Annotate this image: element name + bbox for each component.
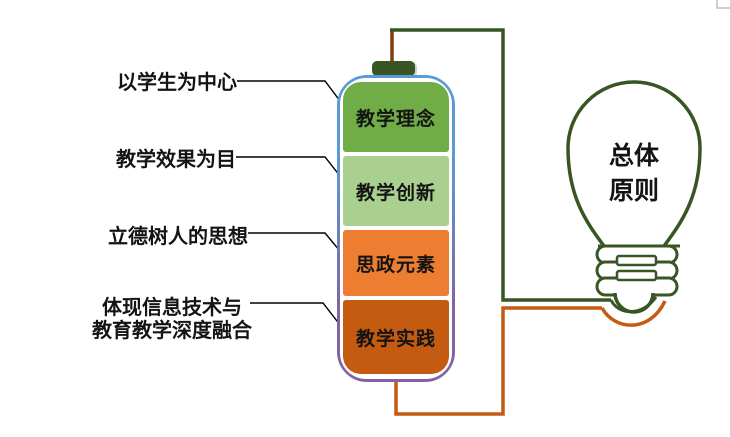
- bulb-thread-slot-2: [615, 269, 658, 282]
- battery-segment-4: 教学实践: [343, 300, 449, 374]
- annotation-moral-education: 立德树人的思想: [108, 226, 248, 248]
- annotation-it-integration-line-1: 体现信息技术与: [102, 297, 242, 319]
- bulb-globe: [566, 80, 702, 248]
- circuit-wire-arc: [609, 296, 658, 314]
- battery-segment-2: 教学创新: [343, 156, 449, 226]
- battery-inner: 教学理念 教学创新 思政元素 教学实践: [340, 78, 452, 379]
- battery-cap: [372, 61, 415, 76]
- annotation-teaching-effect: 教学效果为目: [116, 149, 236, 171]
- battery: 教学理念 教学创新 思政元素 教学实践: [337, 75, 455, 382]
- negative-lead-arc: [600, 300, 667, 327]
- negative-lead-wire: [394, 306, 602, 416]
- bulb-caption: 总体 原则: [584, 139, 684, 209]
- bulb-thread-slot-1: [615, 254, 658, 267]
- annotation-it-integration: 体现信息技术与 教育教学深度融合: [82, 297, 262, 343]
- bulb-caption-line-2: 原则: [608, 177, 659, 205]
- battery-segment-3: 思政元素: [343, 230, 449, 296]
- bulb-caption-line-1: 总体: [608, 142, 659, 170]
- annotation-student-centered: 以学生为中心: [117, 72, 237, 94]
- battery-segment-1: 教学理念: [343, 82, 449, 152]
- table-corner-mark: [716, 0, 730, 9]
- circuit-wire: [390, 28, 611, 302]
- annotation-it-integration-line-2: 教育教学深度融合: [92, 320, 252, 342]
